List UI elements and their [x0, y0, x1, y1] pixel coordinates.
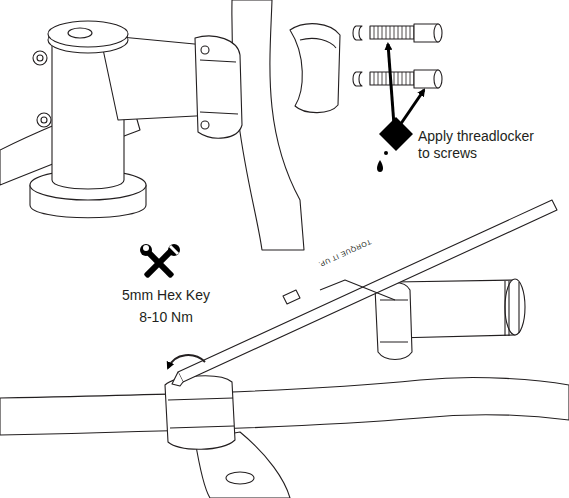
instruction-label: Apply threadlocker to screws — [418, 128, 548, 162]
tool-marking: TORQUE IT UP. — [317, 238, 372, 269]
instruction-label: 5mm Hex Key — [122, 287, 210, 304]
instruction-label: 8-10 Nm — [139, 309, 193, 326]
